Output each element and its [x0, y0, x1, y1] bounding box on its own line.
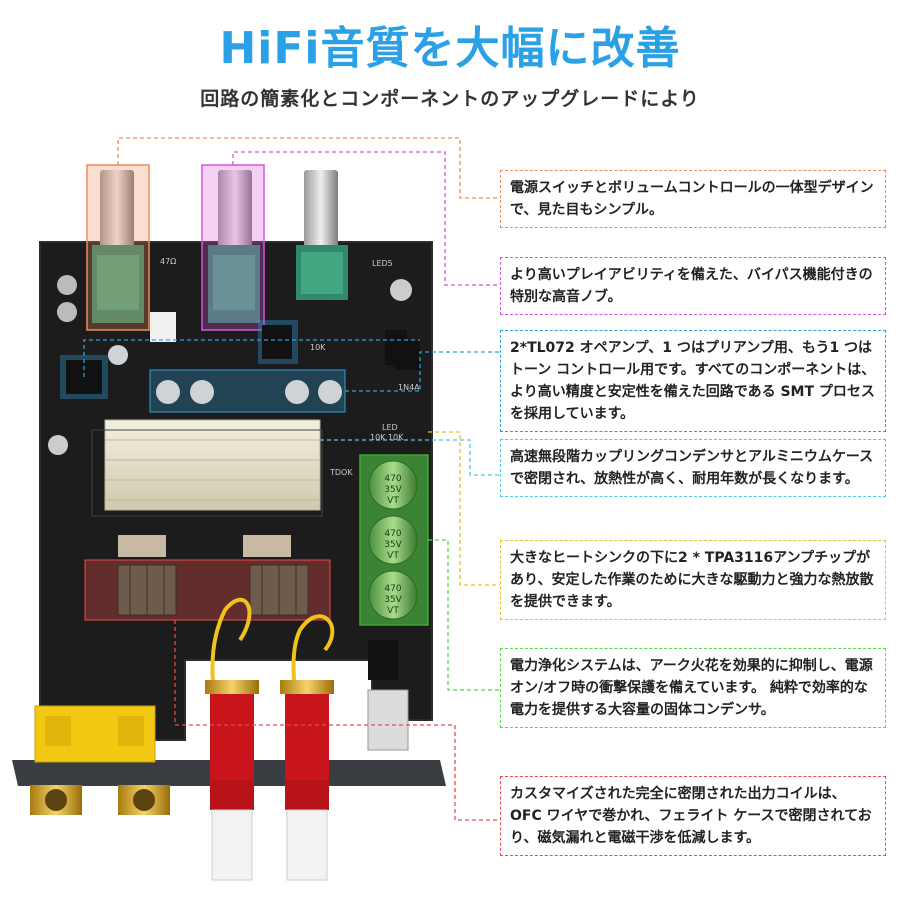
callout-text: カスタマイズされた完全に密閉された出力コイルは、OFC ワイヤで巻かれ、フェライ… — [510, 786, 872, 846]
callout-text: より高いプレイアビリティを備えた、バイパス機能付きの特別な高音ノブ。 — [510, 267, 873, 305]
page-subtitle: 回路の簡素化とコンポーネントのアップグレードにより — [200, 88, 700, 110]
capacitor-label: VT — [387, 551, 399, 561]
callout-amp-chip: 大きなヒートシンクの下に2 * TPA3116アンプチップがあり、安定した作業の… — [500, 540, 886, 620]
bass-knob — [296, 170, 348, 300]
output-coil-left — [117, 564, 177, 616]
capacitor-label: 35V — [384, 540, 402, 550]
callout-power-purification: 電力浄化システムは、アーク火花を効果的に抑制し、電源オン/オフ時の衝撃保護を備え… — [500, 648, 886, 728]
relay-chip — [150, 312, 176, 342]
callout-text: 高速無段階カップリングコンデンサとアルミニウムケースで密閉され、放熱性が高く、耐… — [510, 449, 874, 487]
capacitor-label: VT — [387, 496, 399, 506]
callout-text: 電源スイッチとボリュームコントロールの一体型デザインで、見た目もシンプル。 — [510, 180, 874, 218]
speaker-terminal-left — [205, 680, 259, 881]
callout-output-coil: カスタマイズされた完全に密閉された出力コイルは、OFC ワイヤで巻かれ、フェライ… — [500, 776, 886, 856]
silkscreen-text: 10K — [310, 343, 326, 352]
capacitor-label: 35V — [384, 595, 402, 605]
capacitor-2: 470 35V VT — [368, 515, 418, 565]
callout-text: 2*TL072 オペアンプ、1 つはプリアンプ用、もう1 つはトーン コントロー… — [510, 340, 876, 422]
capacitor-1: 470 35V VT — [368, 460, 418, 510]
callout-coupling-capacitor: 高速無段階カップリングコンデンサとアルミニウムケースで密閉され、放熱性が高く、耐… — [500, 439, 886, 497]
silkscreen-text: LED5 — [372, 259, 393, 268]
silkscreen-text: 1N4A — [398, 383, 420, 392]
silkscreen-text: LED — [382, 423, 398, 432]
dc-jack — [367, 689, 409, 751]
callout-text: 電力浄化システムは、アーク火花を効果的に抑制し、電源オン/オフ時の衝撃保護を備え… — [510, 658, 873, 718]
speaker-terminal-right — [280, 680, 334, 881]
callout-opamp: 2*TL072 オペアンプ、1 つはプリアンプ用、もう1 つはトーン コントロー… — [500, 330, 886, 432]
heatsink — [104, 419, 321, 511]
callout-treble-knob: より高いプレイアビリティを備えた、バイパス機能付きの特別な高音ノブ。 — [500, 257, 886, 315]
callout-power-volume: 電源スイッチとボリュームコントロールの一体型デザインで、見た目もシンプル。 — [500, 170, 886, 228]
silkscreen-text: 47Ω — [160, 257, 176, 266]
silkscreen-text: 10K 10K — [370, 433, 404, 442]
capacitor-3: 470 35V VT — [368, 570, 418, 620]
page-title: HiFi音質を大幅に改善 — [219, 23, 681, 74]
callout-text: 大きなヒートシンクの下に2 * TPA3116アンプチップがあり、安定した作業の… — [510, 550, 874, 610]
capacitor-label: 470 — [384, 474, 401, 484]
capacitor-label: 470 — [384, 529, 401, 539]
rca-input-left — [30, 785, 82, 815]
rca-input-right — [118, 785, 170, 815]
capacitor-label: 35V — [384, 485, 402, 495]
output-coil-right — [249, 564, 309, 616]
opamp-chip — [262, 325, 292, 359]
capacitor-label: 470 — [384, 584, 401, 594]
capacitor-label: VT — [387, 606, 399, 616]
silkscreen-text: TDOK — [329, 468, 353, 477]
